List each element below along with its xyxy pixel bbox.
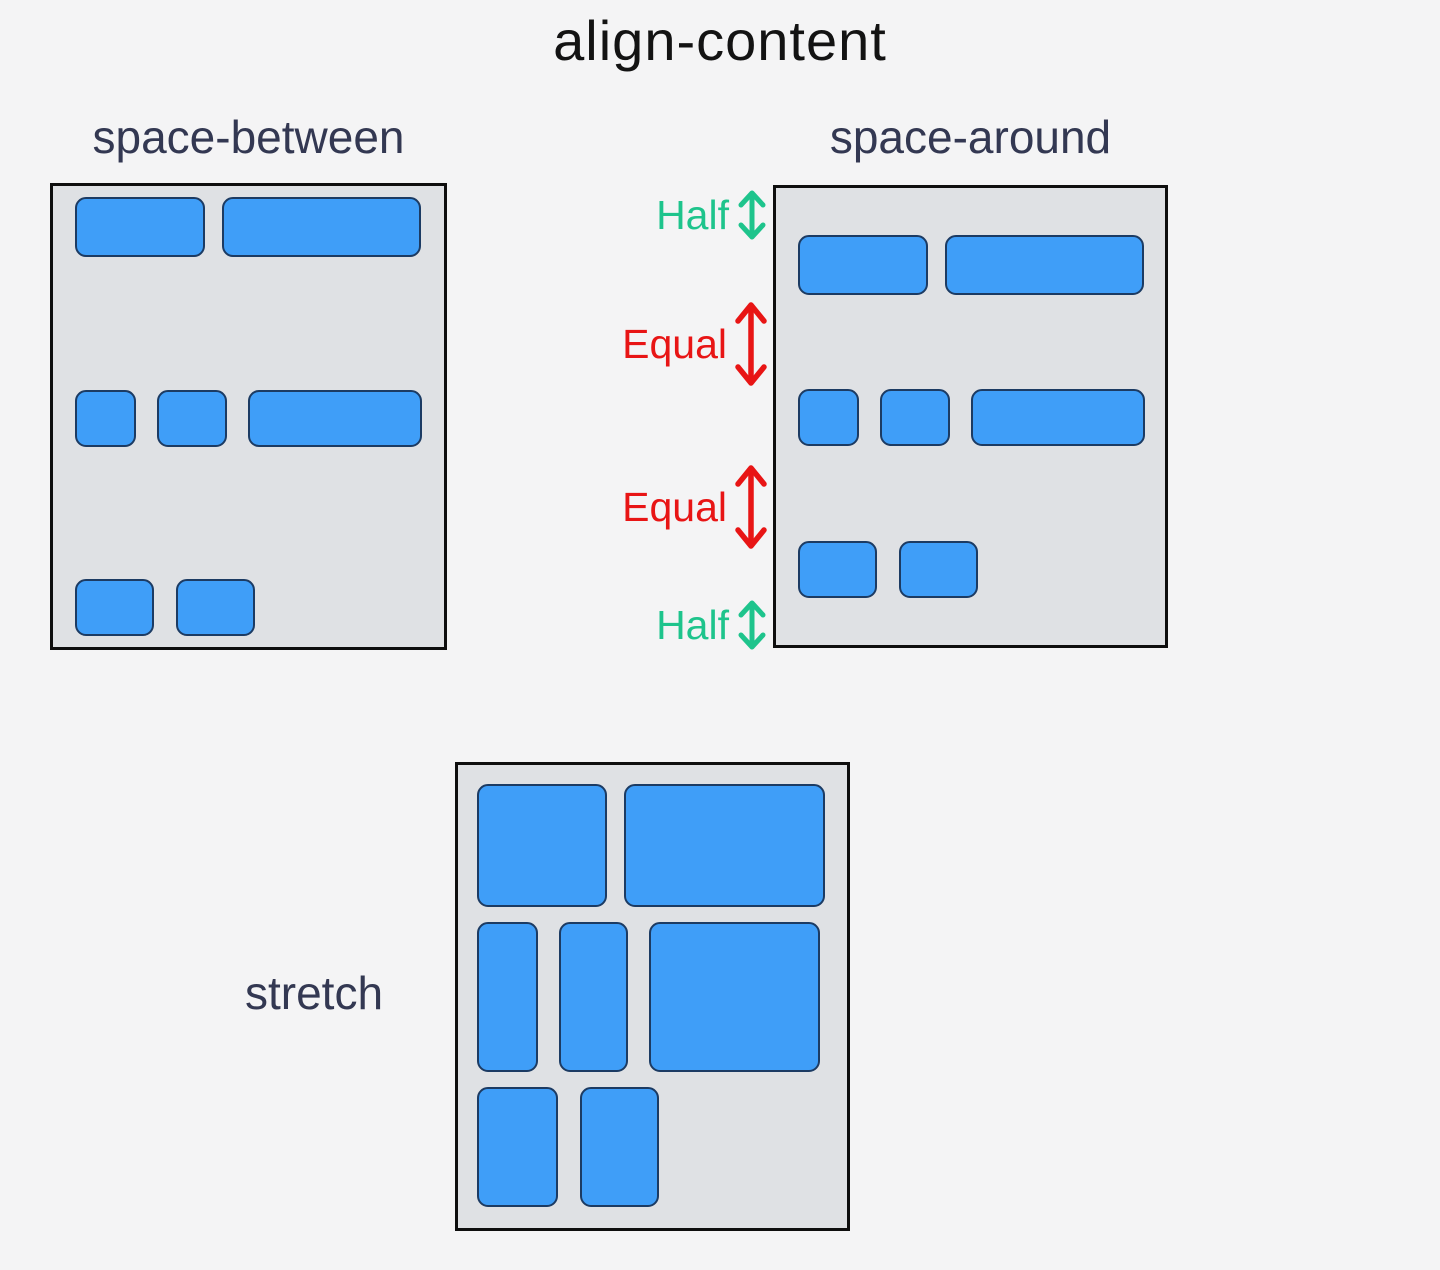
double-vertical-arrow-icon: [735, 465, 767, 549]
label-space-around: space-around: [829, 111, 1112, 163]
flex-item-box: [624, 784, 825, 907]
flex-row: [477, 922, 828, 1072]
double-vertical-arrow-icon: [738, 600, 766, 650]
flex-item-box: [880, 389, 950, 447]
flex-row: [477, 784, 828, 907]
flex-row: [798, 235, 1144, 296]
flex-item-box: [899, 540, 978, 598]
annotation-equal-bottom: Equal: [540, 462, 768, 552]
flex-item-box: [477, 1087, 558, 1207]
flex-item-box: [649, 922, 820, 1072]
flex-item-box: [945, 235, 1144, 296]
page-title: align-content: [553, 9, 887, 72]
flex-item-box: [176, 579, 255, 636]
flex-row: [75, 579, 422, 636]
label-space-between: space-between: [92, 111, 405, 163]
container-stretch: [455, 762, 850, 1231]
flex-item-box: [157, 389, 227, 447]
container-space-around: [773, 185, 1168, 648]
flex-row: [75, 197, 422, 257]
flex-row: [477, 1087, 828, 1207]
double-vertical-arrow-icon: [735, 302, 767, 386]
annotation-equal-top: Equal: [540, 299, 768, 389]
flex-item-box: [248, 389, 422, 447]
label-stretch: stretch: [245, 967, 384, 1019]
annotation-label: Half: [656, 601, 729, 648]
flex-item-box: [75, 197, 205, 257]
annotation-half-bottom: Half: [540, 596, 768, 654]
container-space-between: [50, 183, 447, 650]
flex-item-box: [477, 922, 538, 1072]
flex-item-box: [580, 1087, 659, 1207]
flex-item-box: [222, 197, 421, 257]
flex-row: [798, 389, 1145, 447]
flex-item-box: [559, 922, 628, 1072]
flex-item-box: [971, 389, 1145, 447]
annotation-label: Half: [656, 191, 729, 238]
flex-item-box: [75, 389, 136, 447]
flex-item-box: [798, 389, 859, 447]
flex-row: [75, 389, 422, 447]
annotation-label: Equal: [622, 320, 727, 367]
annotation-half-top: Half: [540, 186, 768, 244]
flex-item-box: [477, 784, 607, 907]
flex-item-box: [798, 235, 928, 296]
flex-item-box: [75, 579, 154, 636]
flex-row: [798, 540, 1143, 598]
flex-item-box: [798, 540, 877, 598]
annotation-label: Equal: [622, 483, 727, 530]
double-vertical-arrow-icon: [738, 190, 766, 240]
